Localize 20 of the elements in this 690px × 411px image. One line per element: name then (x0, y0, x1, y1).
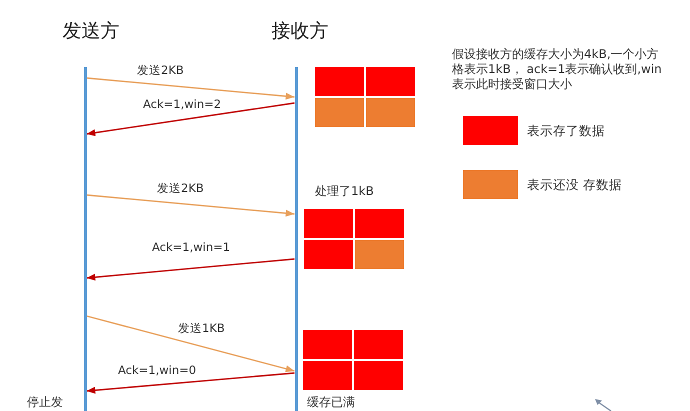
edge-label: Ack=1,win=1 (152, 240, 230, 254)
caption-text: 停止发 (27, 395, 63, 409)
edge-label: Ack=1,win=2 (143, 97, 222, 111)
caption-text: 缓存已满 (307, 395, 355, 409)
lifeline-heading: 发送方 (62, 19, 120, 43)
legend-text: 表示存了数据 (527, 123, 605, 138)
edge-label: 发送2KB (157, 181, 204, 195)
caption-text: 处理了1kB (315, 184, 374, 198)
arrow (86, 102, 295, 136)
arrow (86, 315, 295, 372)
legend-text: 表示还没 存数据 (527, 177, 622, 192)
arrow (86, 258, 295, 281)
arrow (86, 77, 295, 100)
arrow (86, 194, 295, 217)
lifeline-heading: 接收方 (272, 19, 328, 43)
edge-label: 发送1KB (178, 321, 225, 335)
note-text: 假设接收方的缓存大小为4kB,一个小方格表示1kB， ack=1表示确认收到,win表示此时接受窗口大小 (452, 47, 663, 92)
edge-label: Ack=1,win=0 (118, 363, 196, 377)
arrow (86, 372, 295, 394)
edge-label: 发送2KB (137, 63, 184, 77)
